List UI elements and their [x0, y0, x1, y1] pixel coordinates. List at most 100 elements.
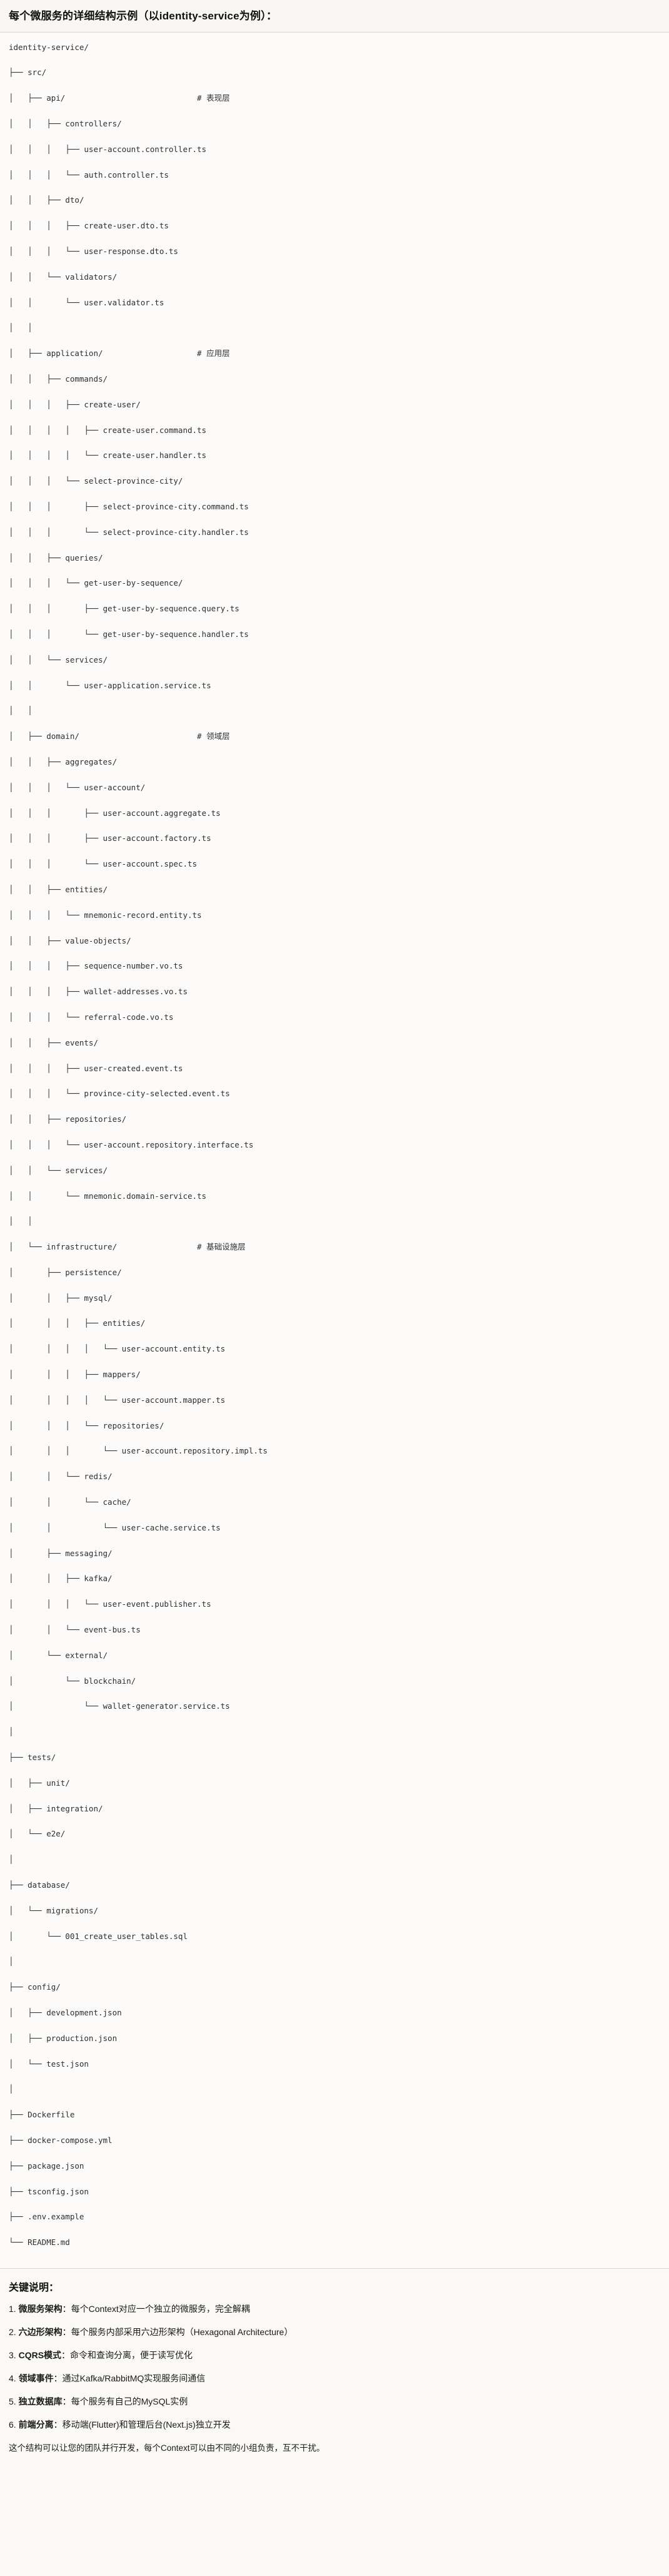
key-point-description: ：通过Kafka/RabbitMQ实现服务间通信: [53, 2373, 206, 2383]
tree-row: │ │ │ │ ├── create-user.command.ts: [9, 424, 660, 437]
tree-row: │ │ │ └── user-account.repository.impl.t…: [9, 1445, 660, 1457]
tree-row-path: │ │ │ ├── user-account.factory.ts: [9, 833, 211, 843]
tree-row: │ └── wallet-generator.service.ts: [9, 1700, 660, 1713]
tree-row-path: │ │ ├── events/: [9, 1037, 98, 1047]
tree-row-path: │ │ │ └── user-response.dto.ts: [9, 247, 178, 257]
tree-row-path: │ │ ├── value-objects/: [9, 935, 131, 945]
key-point-term: 领域事件: [18, 2373, 54, 2383]
key-point-description: ：命令和查询分离，便于读写优化: [61, 2349, 193, 2360]
tree-row: │ ├── development.json: [9, 2007, 660, 2019]
tree-row: │ │ │ └── get-user-by-sequence.handler.t…: [9, 628, 660, 641]
tree-row: │ │: [9, 322, 660, 334]
tree-row: │ │ ├── kafka/: [9, 1572, 660, 1585]
tree-comment-spacer: [79, 731, 197, 741]
tree-row-path: │ ├── domain/: [9, 731, 79, 741]
tree-row-path: │ │ └── services/: [9, 1165, 108, 1175]
tree-row-path: identity-service/: [9, 42, 89, 52]
tree-row-path: │ │ │ ├── get-user-by-sequence.query.ts: [9, 604, 239, 614]
key-point-description: ：每个服务有自己的MySQL实例: [62, 2396, 188, 2406]
key-point-description: ：每个服务内部采用六边形架构（Hexagonal Architecture）: [62, 2326, 293, 2337]
tree-row-path: ├── database/: [9, 1880, 70, 1890]
tree-row: │ │ └── mnemonic.domain-service.ts: [9, 1190, 660, 1203]
tree-row-path: ├── .env.example: [9, 2212, 84, 2222]
tree-row-path: │ ├── production.json: [9, 2033, 118, 2043]
tree-row: identity-service/: [9, 41, 660, 54]
tree-row: │ │ │ └── select-province-city/: [9, 475, 660, 487]
tree-row: │ │ │ └── user-account.repository.interf…: [9, 1139, 660, 1151]
tree-row-comment: # 基础设施层: [197, 1242, 246, 1252]
tree-row-path: │ ├── persistence/: [9, 1267, 122, 1277]
tree-row: │ ├── integration/: [9, 1803, 660, 1815]
tree-row: │ │ │ ├── sequence-number.vo.ts: [9, 960, 660, 972]
tree-row-path: │ │ │ └── get-user-by-sequence.handler.t…: [9, 629, 249, 639]
tree-row-path: │ │: [9, 706, 33, 716]
tree-row: │ ├── api/ # 表现层: [9, 92, 660, 104]
tree-row-path: │ │ │ ├── mappers/: [9, 1370, 141, 1380]
tree-row: ├── Dockerfile: [9, 2109, 660, 2121]
document-page: 每个微服务的详细结构示例（以identity-service为例）： ident…: [0, 0, 669, 2453]
tree-row-path: │ └── blockchain/: [9, 1676, 136, 1686]
tree-row-comment: # 领域层: [197, 731, 230, 741]
tree-row: │ └── test.json: [9, 2058, 660, 2070]
tree-row: ├── config/: [9, 1981, 660, 1993]
tree-row: │ │ │ ├── user-created.event.ts: [9, 1062, 660, 1075]
tree-row: ├── database/: [9, 1879, 660, 1891]
tree-row-path: │ └── migrations/: [9, 1905, 98, 1915]
tree-row: │ │: [9, 1215, 660, 1228]
tree-row: │ │ ├── entities/: [9, 883, 660, 896]
tree-row: │ │ │ ├── user-account.factory.ts: [9, 832, 660, 845]
tree-row: │ │ │ ├── user-account.controller.ts: [9, 143, 660, 156]
tree-row-path: │ │ └── user.validator.ts: [9, 297, 164, 307]
key-point-description: ：移动端(Flutter)和管理后台(Next.js)独立开发: [53, 2419, 231, 2430]
tree-row: └── README.md: [9, 2236, 660, 2249]
document-header: 每个微服务的详细结构示例（以identity-service为例）：: [0, 0, 669, 33]
tree-row-path: │ │ ├── queries/: [9, 552, 103, 563]
key-point-description: ：每个Context对应一个独立的微服务，完全解耦: [62, 2303, 250, 2314]
tree-row-path: │ │ │ └── repositories/: [9, 1420, 164, 1430]
tree-row-path: ├── Dockerfile: [9, 2110, 75, 2120]
tree-row: │ │ └── cache/: [9, 1496, 660, 1509]
tree-row: │ └── external/: [9, 1649, 660, 1662]
tree-row-path: │ ├── messaging/: [9, 1548, 113, 1558]
tree-row: │ │ ├── events/: [9, 1037, 660, 1049]
tree-row-path: │ ├── api/: [9, 93, 66, 103]
key-points-title: 关键说明：: [9, 2282, 59, 2293]
tree-row-path: │ └── 001_create_user_tables.sql: [9, 1931, 188, 1941]
key-point-number: 1.: [9, 2303, 16, 2314]
tree-row-path: │ │ │ └── select-province-city.handler.t…: [9, 527, 249, 537]
tree-row: │ │ │ ├── select-province-city.command.t…: [9, 501, 660, 513]
tree-row: │ │ │ └── province-city-selected.event.t…: [9, 1087, 660, 1100]
tree-row: │: [9, 2083, 660, 2095]
tree-row-path: │ │ └── redis/: [9, 1472, 113, 1482]
tree-row-path: │ │ ├── repositories/: [9, 1114, 127, 1124]
tree-row-path: │ │: [9, 1216, 33, 1226]
tree-row: │ │ │ └── select-province-city.handler.t…: [9, 526, 660, 539]
tree-row: │ │ │ ├── get-user-by-sequence.query.ts: [9, 603, 660, 615]
tree-row: ├── tests/: [9, 1751, 660, 1764]
tree-row: │ ├── domain/ # 领域层: [9, 730, 660, 743]
tree-row: │ │ ├── aggregates/: [9, 756, 660, 768]
tree-row: │ │ │ └── repositories/: [9, 1420, 660, 1432]
tree-row: │ └── e2e/: [9, 1828, 660, 1840]
tree-row: │ │ │ └── get-user-by-sequence/: [9, 577, 660, 589]
tree-row-path: │ │ ├── kafka/: [9, 1574, 113, 1584]
tree-row: │ │ ├── commands/: [9, 373, 660, 385]
tree-row-path: │ │ ├── mysql/: [9, 1293, 113, 1303]
tree-row: │ │ │ ├── wallet-addresses.vo.ts: [9, 985, 660, 998]
tree-row-path: │ │ ├── entities/: [9, 884, 108, 894]
tree-row-path: │ └── infrastructure/: [9, 1242, 118, 1252]
key-point-item: 5. 独立数据库：每个服务有自己的MySQL实例: [9, 2395, 660, 2408]
tree-row: │ │ │ │ └── user-account.entity.ts: [9, 1343, 660, 1355]
key-point-term: 微服务架构: [18, 2303, 63, 2314]
tree-row-path: │ │ │ └── mnemonic-record.entity.ts: [9, 910, 202, 920]
tree-row: │ │ │ └── user-account/: [9, 781, 660, 794]
key-point-item: 2. 六边形架构：每个服务内部采用六边形架构（Hexagonal Archite…: [9, 2326, 660, 2339]
tree-row: ├── .env.example: [9, 2211, 660, 2223]
tree-row: │ │ └── redis/: [9, 1470, 660, 1483]
key-point-item: 6. 前端分离：移动端(Flutter)和管理后台(Next.js)独立开发: [9, 2418, 660, 2431]
tree-row: │ └── infrastructure/ # 基础设施层: [9, 1241, 660, 1253]
tree-row: │ └── 001_create_user_tables.sql: [9, 1930, 660, 1943]
tree-row-comment: # 表现层: [197, 93, 230, 103]
tree-row: │ │ │ └── referral-code.vo.ts: [9, 1011, 660, 1024]
tree-row-path: │ │ └── services/: [9, 654, 108, 664]
